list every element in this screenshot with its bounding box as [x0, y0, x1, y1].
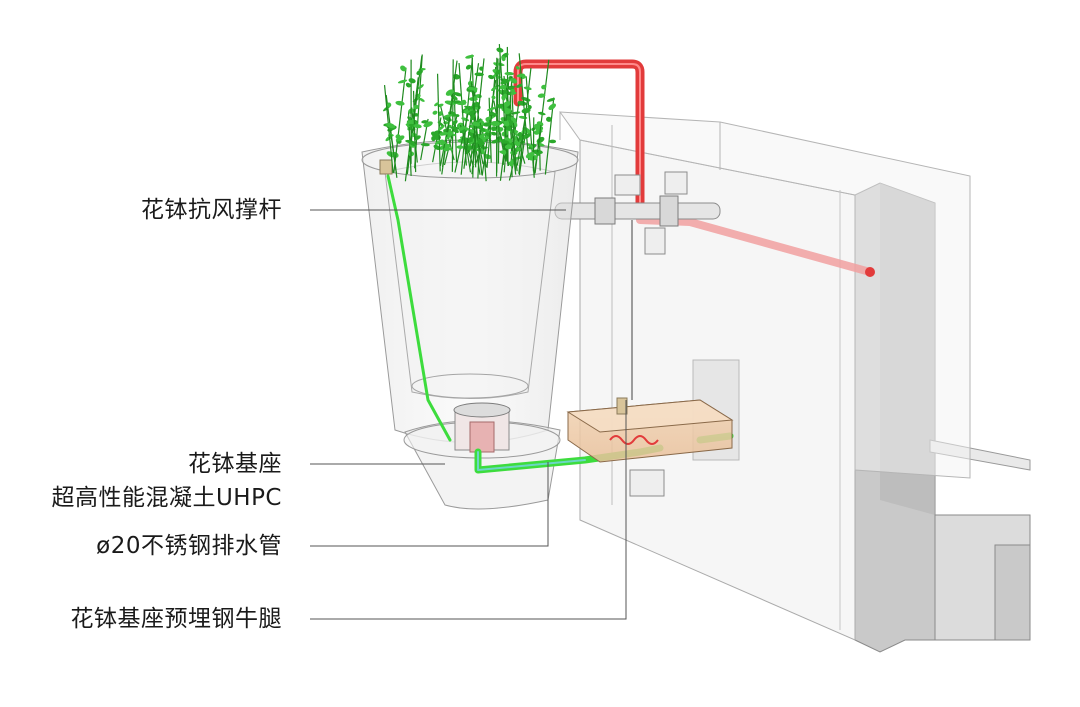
- plant-leaf: [461, 117, 470, 122]
- plant-leaf: [395, 100, 405, 106]
- label-base-line1: 花钵基座: [188, 449, 282, 479]
- plant-leaf: [398, 79, 408, 84]
- plant-leaf: [432, 110, 438, 116]
- plant-leaf: [549, 140, 556, 144]
- plant-leaf: [496, 47, 504, 53]
- label-corbel: 花钵基座预埋钢牛腿: [71, 604, 283, 634]
- plant-leaf: [518, 115, 527, 119]
- plant-leaf: [461, 101, 467, 104]
- label-support-rod: 花钵抗风撑杆: [141, 195, 282, 225]
- label-drain-pipe: ø20不锈钢排水管: [96, 531, 282, 561]
- plant-leaf: [408, 77, 416, 84]
- label-base-line2: 超高性能混凝土UHPC: [51, 483, 282, 513]
- plant-leaf: [491, 95, 496, 100]
- plant-leaf: [504, 72, 514, 76]
- plant-leaf: [465, 54, 475, 59]
- planter-pot: [362, 140, 578, 509]
